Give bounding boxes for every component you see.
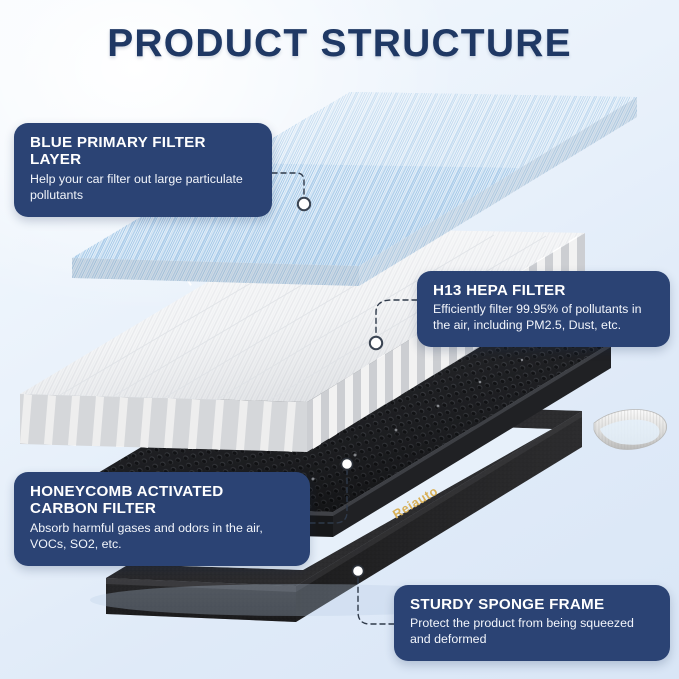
callout-blue-primary-filter-layer[interactable]: BLUE PRIMARY FILTER LAYER Help your car … [14,123,272,217]
callout-title: BLUE PRIMARY FILTER LAYER [30,134,206,169]
callout-honeycomb-activated-carbon-filter[interactable]: HONEYCOMB ACTIVATED CARBON FILTER Absorb… [14,472,310,566]
blue-primary-filter-layer [72,92,637,286]
callout-h13-hepa-filter[interactable]: H13 HEPA FILTER Efficiently filter 99.95… [417,271,670,348]
callout-description: Protect the product from being squeezed … [410,616,634,647]
callout-description: Efficiently filter 99.95% of pollutants … [433,302,642,333]
page-title: PRODUCT STRUCTURE [107,22,572,65]
callout-title: HONEYCOMB ACTIVATED CARBON FILTER [30,483,224,518]
pull-tab [593,409,667,450]
callout-description: Absorb harmful gases and odors in the ai… [30,520,263,551]
callout-description: Help your car filter out large particula… [30,171,243,202]
callout-title: H13 HEPA FILTER [433,282,566,299]
callout-sturdy-sponge-frame[interactable]: STURDY SPONGE FRAME Protect the product … [394,585,670,662]
callout-title: STURDY SPONGE FRAME [410,596,605,613]
